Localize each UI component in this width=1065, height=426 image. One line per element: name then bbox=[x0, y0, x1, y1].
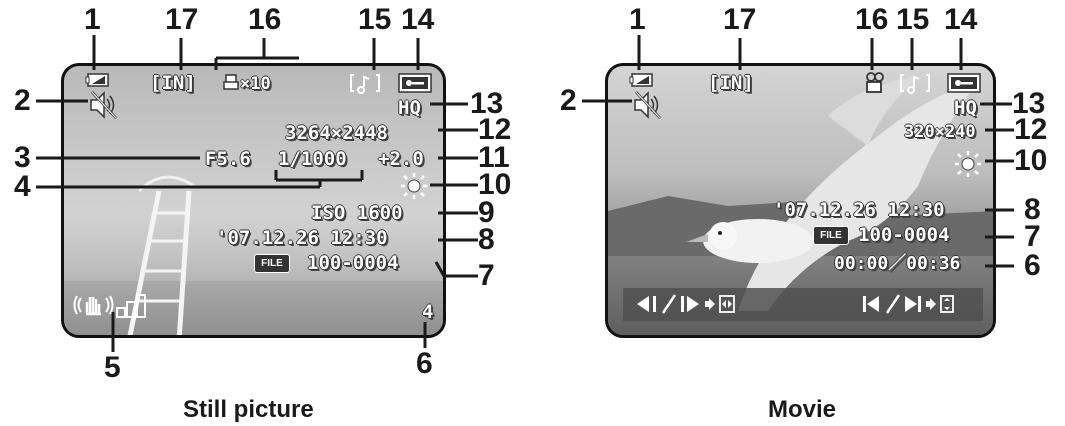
callout-17: 17 bbox=[723, 5, 756, 35]
callout-14: 14 bbox=[944, 5, 977, 35]
callout-15: 15 bbox=[896, 5, 929, 35]
callout-6: 6 bbox=[1024, 251, 1041, 281]
callout-10: 10 bbox=[1014, 146, 1047, 176]
callout-7: 7 bbox=[1024, 222, 1041, 252]
movie-caption: Movie bbox=[768, 396, 836, 424]
callout-16: 16 bbox=[855, 5, 888, 35]
callout-1: 1 bbox=[629, 5, 646, 35]
callout-2: 2 bbox=[560, 86, 577, 116]
callout-12: 12 bbox=[1014, 115, 1047, 145]
